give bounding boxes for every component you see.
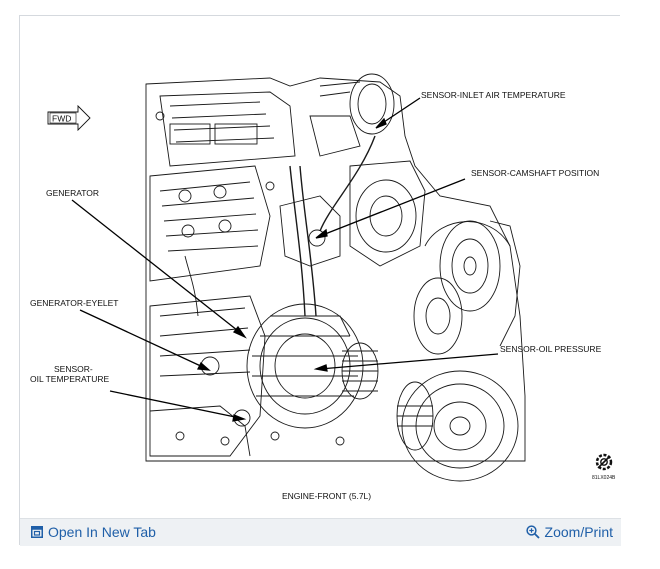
label-sensor-camshaft-position: SENSOR-CAMSHAFT POSITION [471, 168, 599, 178]
engine-diagram-svg: FWD SENSOR-INLET AIR TEMPERATURE SENSOR-… [30, 73, 616, 501]
open-new-tab-label: Open In New Tab [48, 524, 156, 540]
zoom-in-icon [525, 525, 540, 539]
label-sensor-oil-pressure: SENSOR-OIL PRESSURE [500, 344, 602, 354]
figure-toolbar: Open In New Tab Zoom/Print [20, 518, 621, 546]
zoom-print-link[interactable]: Zoom/Print [525, 524, 613, 540]
fwd-label: FWD [52, 114, 71, 124]
label-generator: GENERATOR [46, 188, 99, 198]
zoom-print-label: Zoom/Print [544, 524, 613, 540]
service-gear-icon [595, 453, 613, 471]
engine-artwork [145, 73, 526, 482]
figure-code: 81LX024B [592, 475, 616, 481]
figure-card: FWD SENSOR-INLET AIR TEMPERATURE SENSOR-… [19, 15, 621, 546]
label-generator-eyelet: GENERATOR-EYELET [30, 298, 118, 308]
diagram-caption: ENGINE-FRONT (5.7L) [282, 491, 371, 501]
engine-diagram: FWD SENSOR-INLET AIR TEMPERATURE SENSOR-… [20, 16, 621, 518]
open-new-tab-link[interactable]: Open In New Tab [31, 524, 156, 540]
leader-lines [71, 97, 499, 422]
label-sensor-oil-temperature-line2: OIL TEMPERATURE [30, 374, 110, 384]
label-sensor-inlet-air-temperature: SENSOR-INLET AIR TEMPERATURE [421, 90, 566, 100]
new-tab-icon [31, 526, 43, 538]
label-sensor-oil-temperature-line1: SENSOR- [54, 364, 93, 374]
fwd-arrow: FWD [47, 104, 91, 132]
